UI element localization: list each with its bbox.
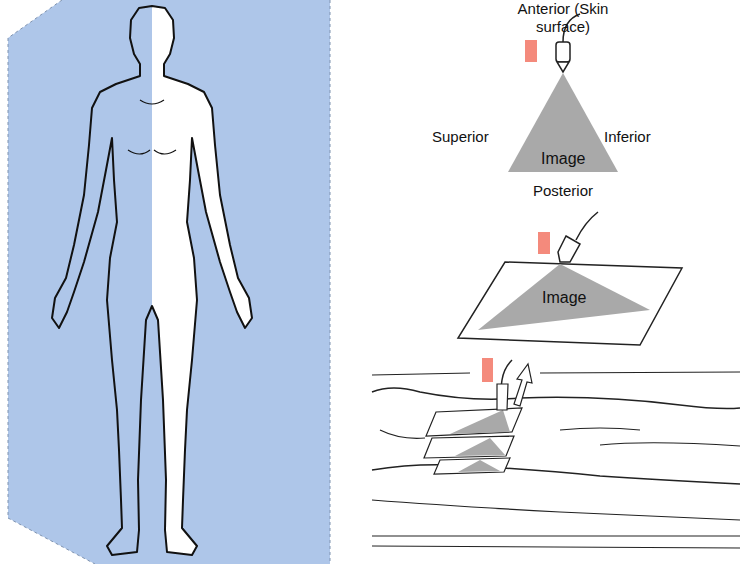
body-outline (52, 6, 252, 555)
sector-label: Image (542, 288, 586, 307)
sector-label: Image (541, 149, 585, 168)
plane-edge (330, 0, 331, 564)
table-line (372, 546, 740, 548)
scan-plane (458, 262, 682, 345)
scan-image (455, 438, 505, 456)
image-sector: Image (508, 73, 618, 172)
table-line (372, 535, 740, 536)
table-line (540, 372, 740, 373)
body-detail (128, 100, 176, 154)
orientation-mark (525, 40, 537, 62)
orientation-mark (538, 232, 550, 254)
scan-plane (426, 408, 522, 436)
probe (497, 384, 508, 410)
plane-edge (8, 0, 95, 564)
scan-image (450, 410, 510, 434)
sector-fill (508, 73, 618, 172)
direction-label: Inferior (604, 128, 651, 146)
motion-arrow (514, 364, 532, 406)
patient-outline (372, 388, 740, 409)
direction-label: Anterior (Skin surface) (515, 0, 611, 36)
direction-label: Superior (432, 128, 489, 146)
patient-outline (372, 500, 740, 520)
sagittal-plane (8, 0, 330, 564)
probe (558, 236, 580, 262)
direction-label: Posterior (533, 182, 593, 200)
image-sector: Image (478, 264, 650, 330)
probe-tip (557, 62, 569, 72)
body-fill (152, 6, 252, 555)
table-line (372, 373, 470, 375)
scan-image (458, 460, 500, 472)
scan-plane (424, 436, 514, 458)
probe-cable (576, 212, 598, 240)
scan-plane (434, 458, 510, 474)
probe (556, 42, 570, 62)
patient-outline (372, 465, 740, 484)
sector-fill (478, 264, 650, 330)
probe (498, 360, 512, 410)
orientation-mark (482, 358, 493, 382)
